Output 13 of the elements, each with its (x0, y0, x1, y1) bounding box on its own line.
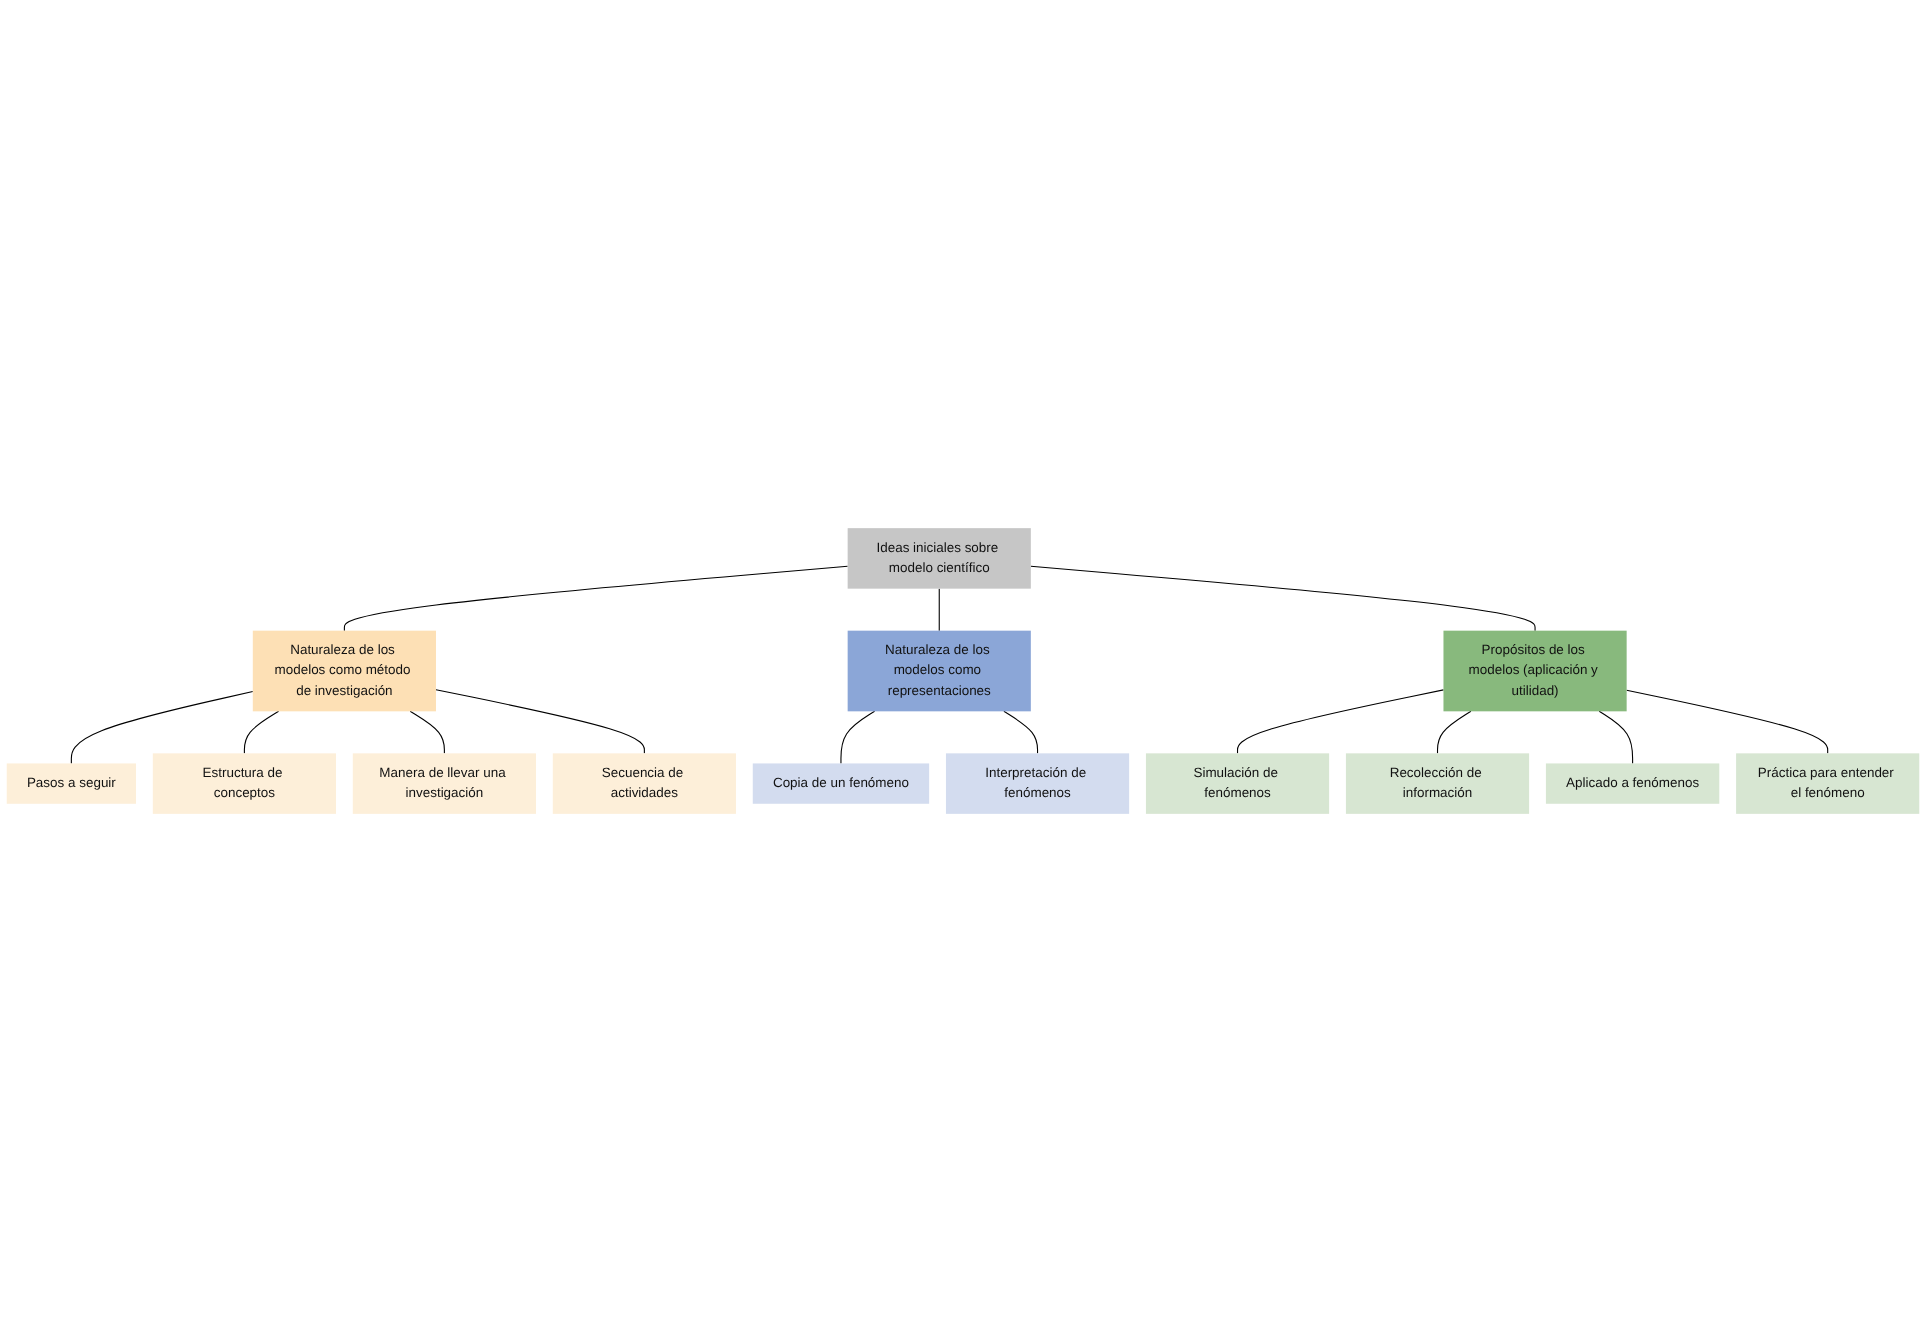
connector (840, 710, 876, 764)
connector (1030, 565, 1536, 632)
connector (1626, 689, 1829, 754)
connector (1003, 710, 1039, 754)
connector (1436, 710, 1472, 754)
connector (938, 588, 940, 632)
connector (70, 691, 254, 764)
connector (435, 689, 645, 754)
connector (409, 710, 445, 754)
connector (1598, 710, 1634, 764)
connector (243, 710, 280, 754)
connector (343, 565, 849, 632)
connector (1237, 689, 1444, 754)
